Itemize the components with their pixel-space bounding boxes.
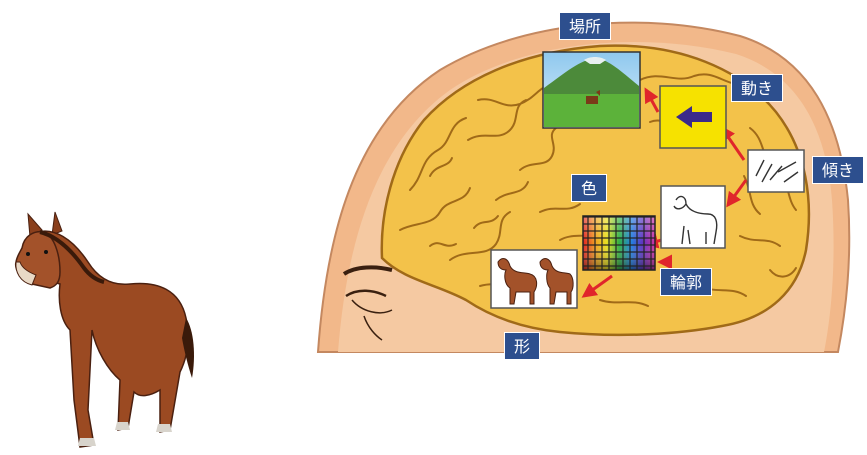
color-palette-icon (583, 216, 655, 270)
horse-pair-icon (491, 250, 577, 308)
motion-panel (660, 86, 726, 148)
slanted-lines-icon (748, 150, 804, 192)
label-place: 場所 (559, 12, 611, 40)
label-tilt: 傾き (812, 156, 864, 184)
label-color: 色 (571, 174, 607, 202)
landscape-icon (543, 52, 640, 128)
label-motion: 動き (731, 74, 783, 102)
horse-icon (16, 212, 194, 447)
label-contour: 輪郭 (660, 268, 712, 296)
horse-outline-icon (661, 186, 725, 248)
label-shape: 形 (504, 332, 540, 360)
